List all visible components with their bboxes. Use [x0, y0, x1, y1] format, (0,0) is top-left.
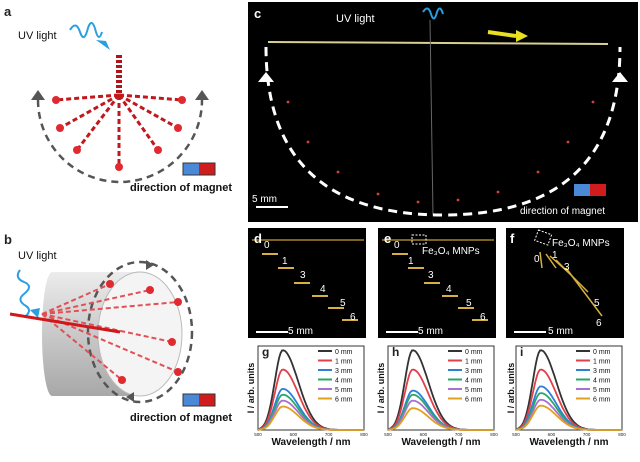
legend-label: 0 mm — [593, 349, 611, 356]
distance-label: 4 — [320, 284, 326, 295]
x-tick-label: 800 — [360, 432, 368, 437]
distance-label: 6 — [480, 312, 486, 323]
legend-label: 5 mm — [465, 387, 483, 394]
y-axis-label: I / arb. units — [506, 363, 516, 414]
panel-b-diagram — [9, 260, 216, 407]
x-tick-label: 600 — [420, 432, 428, 437]
panel-c-photo — [248, 2, 638, 222]
chart-frame — [257, 345, 365, 431]
panel-a-diagram — [31, 21, 216, 184]
x-tick-label: 700 — [455, 432, 463, 437]
x-tick-label: 500 — [384, 432, 392, 437]
panel-d-label: d — [254, 231, 262, 246]
legend-label: 3 mm — [335, 368, 353, 375]
panel-f-photo: Fe₃O₄ MNPs 0 1 3 5 6 — [506, 228, 624, 338]
legend-label: 4 mm — [593, 378, 611, 385]
distance-label: 0 — [264, 240, 270, 251]
legend-label: 5 mm — [335, 387, 353, 394]
uv-wave-icon — [16, 269, 30, 317]
legend-label: 3 mm — [593, 368, 611, 375]
panel-b-label: b — [4, 232, 12, 247]
y-axis-label: I / arb. units — [246, 363, 256, 414]
distance-label: 0 — [394, 240, 400, 251]
x-tick-label: 700 — [325, 432, 333, 437]
series-line-6-mm — [387, 407, 494, 431]
panel-g-label: g — [262, 345, 269, 359]
legend-label: 1 mm — [465, 359, 483, 366]
x-tick-label: 800 — [490, 432, 498, 437]
y-axis-label: I / arb. units — [376, 363, 386, 414]
legend-label: 4 mm — [335, 378, 353, 385]
panel-b-magnet-text: direction of magnet — [130, 412, 233, 424]
distance-label: 4 — [446, 284, 452, 295]
rotation-arc — [264, 46, 622, 217]
panel-b-uv-text: UV light — [18, 250, 57, 262]
uv-wave-icon — [69, 21, 103, 39]
x-tick-label: 600 — [290, 432, 298, 437]
x-axis-label: Wavelength / nm — [271, 437, 350, 448]
x-axis-label: Wavelength / nm — [401, 437, 480, 448]
distance-label: 1 — [552, 250, 558, 261]
distance-label: 6 — [596, 318, 602, 329]
panel-f-scale-text: 5 mm — [548, 326, 573, 337]
x-tick-label: 500 — [512, 432, 520, 437]
panel-c-uv-text: UV light — [336, 13, 375, 25]
legend-label: 5 mm — [593, 387, 611, 394]
legend-label: 0 mm — [465, 349, 483, 356]
magnet-icon — [574, 184, 590, 196]
panel-a-uv-text: UV light — [18, 30, 57, 42]
chart-frame — [387, 345, 495, 431]
distance-label: 5 — [594, 298, 600, 309]
legend-label: 6 mm — [593, 397, 611, 404]
distance-label: 5 — [340, 298, 346, 309]
panel-e-scale-text: 5 mm — [418, 326, 443, 337]
distance-label: 1 — [282, 256, 288, 267]
x-tick-label: 600 — [548, 432, 556, 437]
panel-d-photo: 0 1 3 4 5 6 — [248, 228, 366, 338]
x-axis-label: Wavelength / nm — [529, 437, 608, 448]
rotation-arc — [36, 99, 204, 184]
panel-c-label: c — [254, 6, 262, 21]
panel-d-scale-text: 5 mm — [288, 326, 313, 337]
panel-a-magnet-text: direction of magnet — [130, 182, 233, 194]
panel-e-label: e — [384, 231, 392, 246]
panel-a-label: a — [4, 4, 12, 19]
magnet-icon — [183, 394, 199, 406]
legend-label: 1 mm — [593, 359, 611, 366]
series-line-6-mm — [257, 405, 364, 431]
panel-c-magnet-text: direction of magnet — [520, 206, 606, 217]
legend-label: 3 mm — [465, 368, 483, 375]
distance-label: 0 — [534, 254, 540, 265]
rotation-arc — [86, 260, 194, 404]
x-tick-label: 500 — [254, 432, 262, 437]
panel-e-photo: Fe₃O₄ MNPs 0 1 3 4 5 6 — [378, 228, 496, 338]
distance-label: 3 — [300, 270, 306, 281]
legend-label: 6 mm — [465, 397, 483, 404]
distance-label: 3 — [564, 262, 570, 273]
distance-label: 1 — [408, 256, 414, 267]
legend-label: 1 mm — [335, 359, 353, 366]
x-tick-label: 800 — [618, 432, 626, 437]
chart-frame — [515, 345, 623, 431]
panel-h-label: h — [392, 345, 399, 359]
panel-f-label: f — [510, 231, 515, 246]
legend-label: 4 mm — [465, 378, 483, 385]
magnet-icon — [183, 163, 199, 175]
x-tick-label: 700 — [583, 432, 591, 437]
mnp-label: Fe₃O₄ MNPs — [422, 246, 480, 257]
distance-label: 5 — [466, 298, 472, 309]
distance-label: 6 — [350, 312, 356, 323]
series-line-6-mm — [515, 404, 622, 431]
panel-i-label: i — [520, 345, 523, 359]
legend-label: 0 mm — [335, 349, 353, 356]
mnp-label: Fe₃O₄ MNPs — [552, 238, 610, 249]
panel-c-scale-text: 5 mm — [252, 194, 277, 205]
distance-label: 3 — [428, 270, 434, 281]
legend-label: 6 mm — [335, 397, 353, 404]
